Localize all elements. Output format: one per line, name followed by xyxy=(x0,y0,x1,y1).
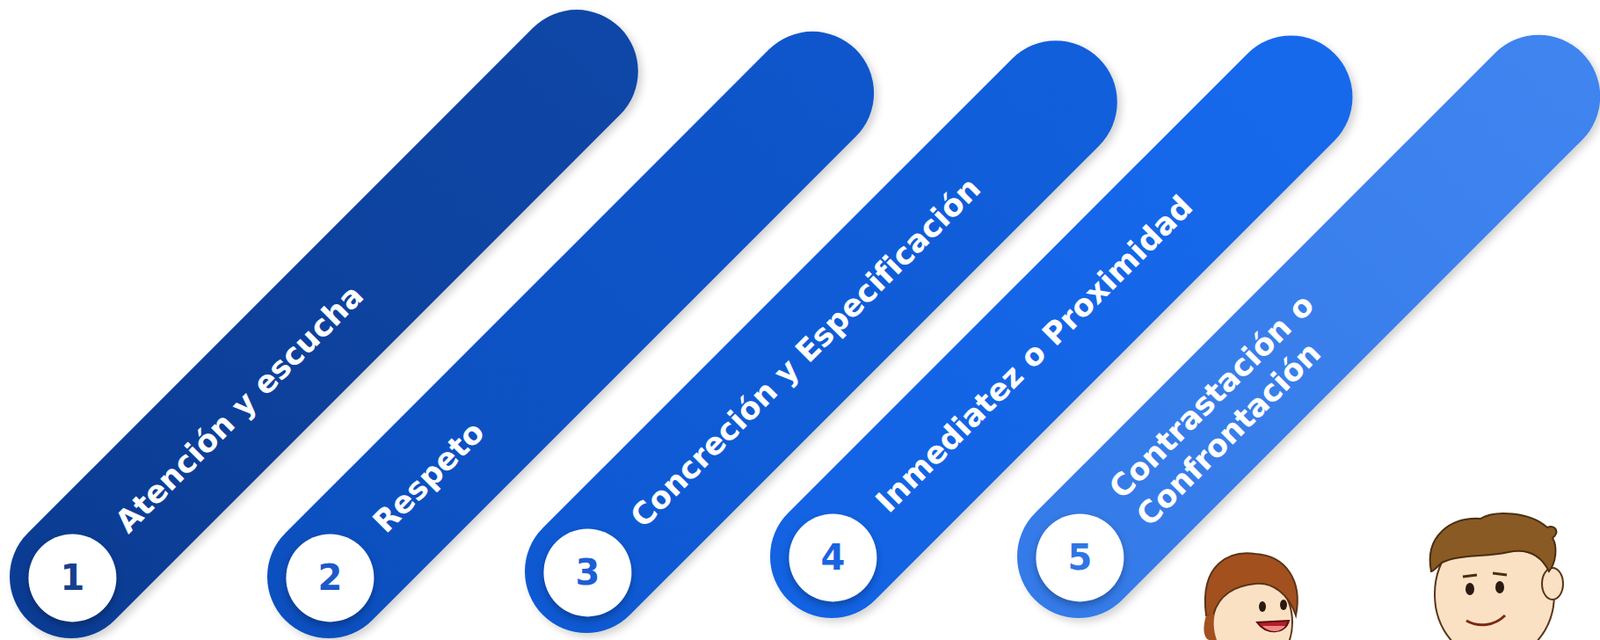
step-label: Respeto xyxy=(364,413,493,541)
number-circle: 4 xyxy=(788,513,877,602)
step-number: 2 xyxy=(317,557,342,598)
number-circle: 2 xyxy=(285,533,374,622)
number-circle: 5 xyxy=(1035,513,1124,602)
step-number: 1 xyxy=(59,557,85,598)
number-circle: 3 xyxy=(543,528,632,617)
step-number: 3 xyxy=(574,552,600,593)
number-circle: 1 xyxy=(28,533,117,622)
girl-face xyxy=(1203,552,1297,640)
step-number: 4 xyxy=(820,537,845,578)
step-number: 5 xyxy=(1067,537,1092,578)
band-text-holder: Respeto xyxy=(334,383,523,571)
boy-face xyxy=(1430,513,1564,640)
